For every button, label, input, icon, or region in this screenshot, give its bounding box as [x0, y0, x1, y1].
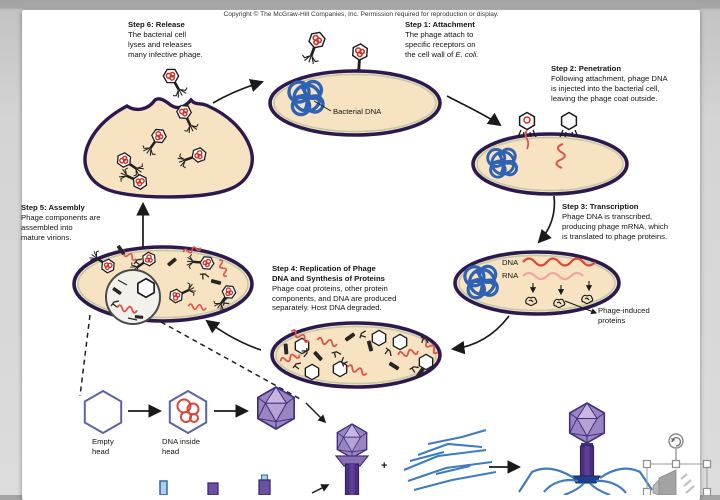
phage-induced-proteins-label: Phage-induced proteins — [598, 306, 650, 325]
head-assembly-row — [83, 386, 296, 435]
release-cell — [83, 65, 254, 199]
head-tail-phage-icon — [334, 423, 370, 495]
assembly-cell — [72, 244, 254, 325]
injected-dna-icon — [555, 143, 566, 169]
dna-inside-head-label: DNA inside head — [162, 437, 201, 456]
step-2-penetration-label: Step 2: Penetration Following attachment… — [551, 64, 668, 103]
rotate-handle-icon[interactable] — [668, 433, 684, 449]
step-4-replication-label: Step 4: Replication of Phage DNA and Syn… — [272, 264, 397, 313]
empty-head-label: Empty head — [92, 437, 114, 456]
magnifier-leader-lines — [79, 314, 303, 401]
tail-sheath-icon — [207, 482, 219, 495]
arrow-step1-to-step2 — [446, 95, 502, 127]
cycle-arrows — [136, 78, 556, 355]
phage-dna-strand — [522, 257, 596, 267]
bacterial-dna-label: Bacterial DNA — [333, 107, 382, 116]
plus-sign: + — [381, 460, 388, 472]
tail-parts-row — [159, 474, 330, 495]
arrow-step6-to-step1 — [212, 78, 264, 104]
rna-label: RNA — [502, 271, 519, 280]
protein-leader-arrow — [564, 300, 598, 315]
empty-head-icon — [83, 389, 123, 435]
selection-handles[interactable] — [642, 459, 712, 496]
arrow-step4-to-step5 — [205, 319, 262, 351]
audio-speaker-icon[interactable] — [652, 469, 695, 495]
phage-coat-icon — [517, 111, 579, 150]
penetration-cell — [471, 111, 629, 196]
capped-tail-icon — [258, 474, 271, 495]
dna-label: DNA — [502, 258, 519, 267]
step-5-assembly-label: Step 5: Assembly Phage components are as… — [21, 203, 101, 242]
translation-arrows — [529, 281, 593, 296]
transcription-cell — [453, 250, 621, 316]
audio-object-selection[interactable] — [642, 433, 712, 496]
dna-inside-head-icon — [168, 389, 208, 435]
e-coli-italic: E. coli. — [455, 49, 479, 59]
copyright-line: Copyright © The McGraw-Hill Companies, I… — [223, 11, 499, 18]
arrow-step2-to-step3 — [537, 195, 556, 244]
attachment-cell — [268, 69, 442, 137]
replication-cell — [270, 321, 442, 389]
arrow-to-tail-assembly — [305, 402, 327, 424]
tail-tube-icon — [159, 480, 168, 495]
magnifier-inset — [105, 269, 161, 325]
step-3-transcription-label: Step 3: Transcription Phage DNA is trans… — [562, 202, 668, 241]
phage-rna-strand — [522, 271, 584, 281]
complete-phage-icon — [518, 402, 653, 495]
arrow-step3-to-step4 — [450, 315, 510, 355]
step-1-attachment-label: Step 1: Attachment The phage attach to s… — [405, 20, 479, 59]
step-6-release-label: Step 6: Release The bacterial cell lyses… — [128, 20, 203, 59]
tail-fiber-bundle-icon — [403, 428, 497, 492]
